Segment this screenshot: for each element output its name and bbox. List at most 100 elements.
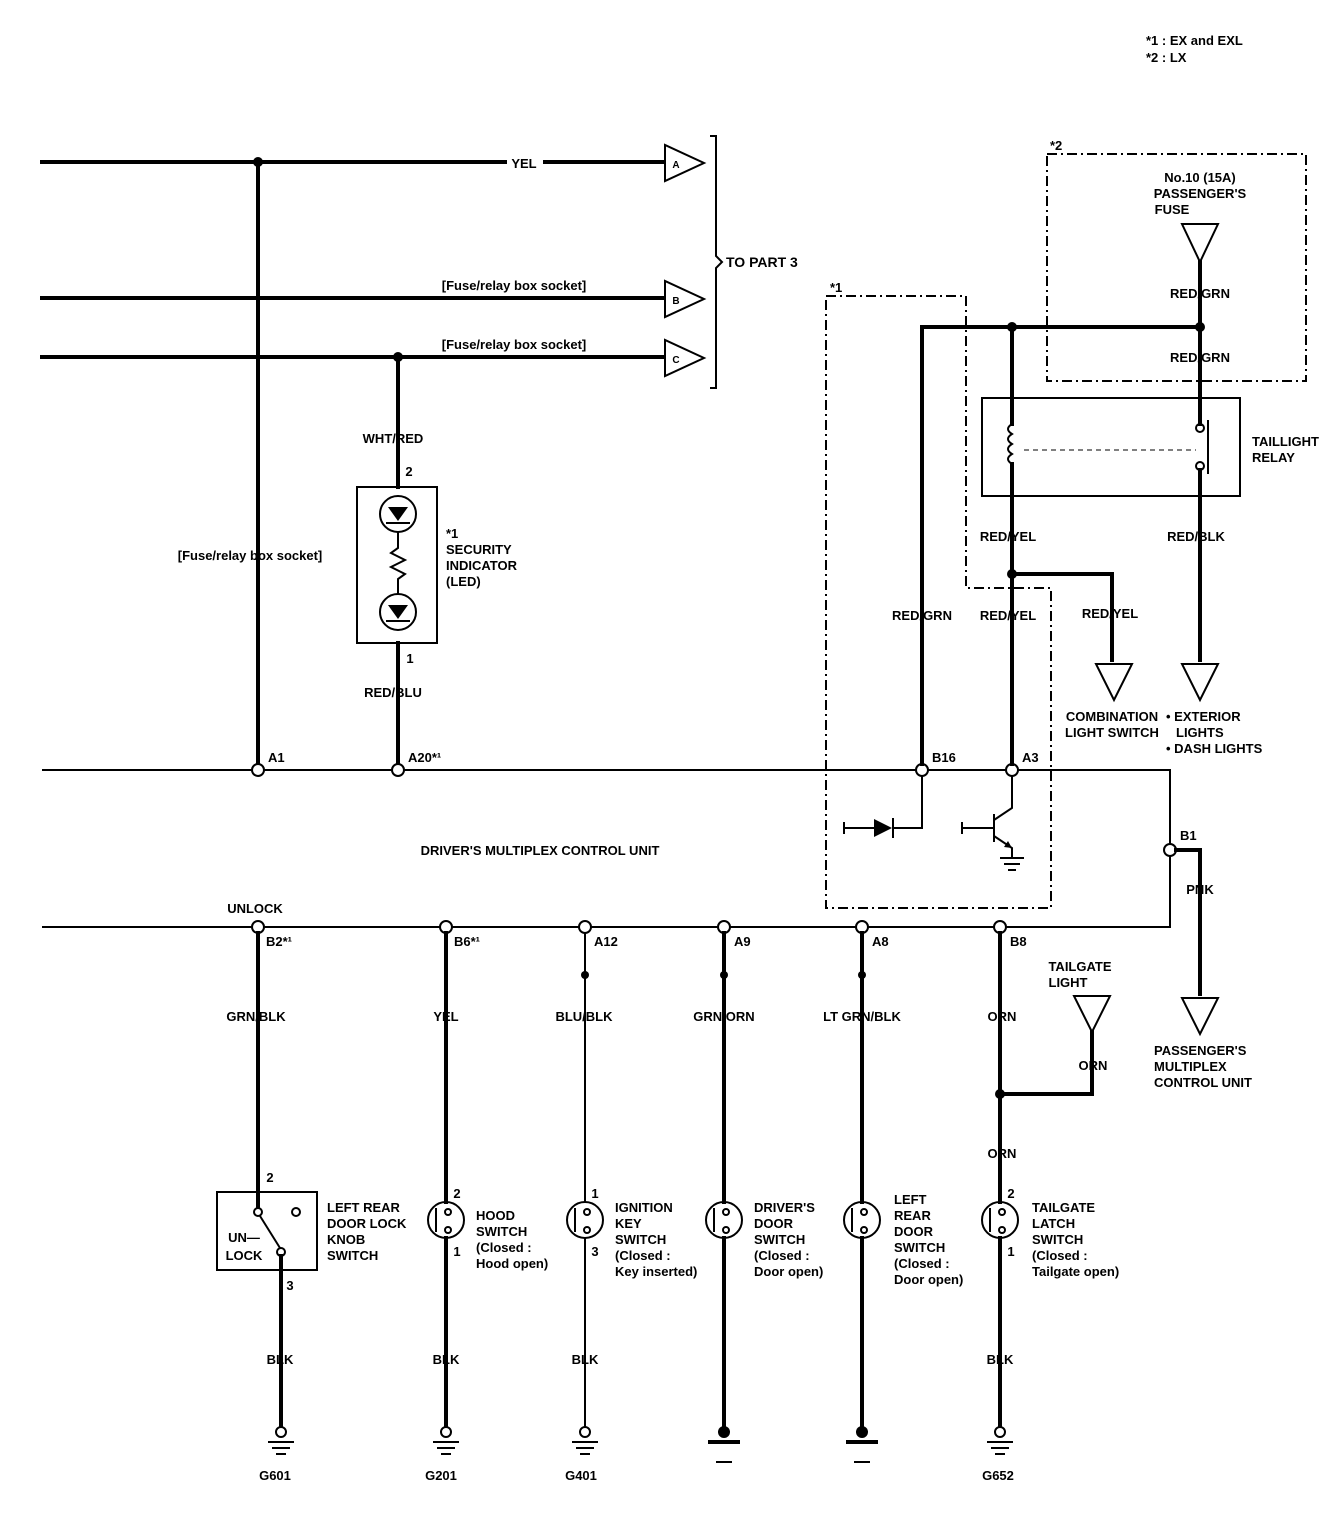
lx-boundary [1046,153,1307,382]
tailgate-light-wire: ORN [1079,1058,1108,1073]
security-wire-top: WHT/RED [363,431,424,446]
pin-b16-label: B16 [932,750,956,765]
switch-3-wire: BLU/BLK [555,1009,613,1024]
switch-6-state-2: Tailgate open) [1032,1264,1119,1279]
switch-5-name-1: LEFT [894,1192,927,1207]
switch-4-name-3: SWITCH [754,1232,805,1247]
ex-exl-boundary [825,295,1052,909]
ground-g201: G201 [425,1426,459,1483]
wire-label-socket-c: [Fuse/relay box socket] [442,337,587,352]
switch-2-ground-wire: BLK [433,1352,460,1367]
drivers-door-switch: DRIVER'S DOOR SWITCH (Closed : Door open… [705,1200,823,1430]
ignition-key-switch: 1 3 IGNITION KEY SWITCH (Closed : Key in… [566,1186,697,1428]
pin-a20-label: A20*¹ [408,750,441,765]
left-wire-label: [Fuse/relay box socket] [178,548,323,563]
exterior-3: • DASH LIGHTS [1166,741,1263,756]
fuse-wire-1: RED/GRN [1170,286,1230,301]
unit-name: DRIVER'S MULTIPLEX CONTROL UNIT [421,843,660,858]
switch-4-name-1: DRIVER'S [754,1200,815,1215]
pin-b8-label: B8 [1010,934,1027,949]
left-rear-door-switch: LEFT REAR DOOR SWITCH (Closed : Door ope… [843,1192,963,1430]
tailgate-light-terminal [1072,995,1112,1035]
pin-b1-label: B1 [1180,828,1197,843]
security-wire-bottom: RED/BLU [364,685,422,700]
switch-6-wire2: ORN [988,1146,1017,1161]
door-lock-knob-switch: 2 UN— LOCK LEFT REAR DOOR LOCK KNOB SWIT… [216,1170,407,1430]
switch-4-state-2: Door open) [754,1264,823,1279]
security-indicator: WHT/RED 2 1 RED/BLU *1 SECURITY INDICATO… [356,352,518,766]
switch-6-state-1: (Closed : [1032,1248,1088,1263]
exterior-2: LIGHTS [1176,725,1224,740]
switch-5-state-1: (Closed : [894,1256,950,1271]
relay-wire-right: RED/BLK [1167,529,1225,544]
exterior-lights-terminal [1180,663,1220,703]
unit-transistor [961,776,1024,871]
connector-b-label: B [672,296,679,307]
wire-label-socket-b: [Fuse/relay box socket] [442,278,587,293]
pnk-dest-1: PASSENGER'S [1154,1043,1247,1058]
tailgate-light-1: TAILGATE [1048,959,1111,974]
switch-2-pin-bottom: 1 [453,1244,460,1259]
relay-name-2: RELAY [1252,450,1295,465]
switch-6-pin-bottom: 1 [1007,1244,1014,1259]
connector-a: A [664,143,707,183]
top-wires: YEL [Fuse/relay box socket] [Fuse/relay … [40,156,664,359]
switch-5-name-2: REAR [894,1208,931,1223]
note-2: *2 : LX [1146,50,1187,65]
switch-6-wire: ORN [988,1009,1017,1024]
to-part-bracket: TO PART 3 [710,135,798,389]
pnk-dest-2: MULTIPLEX [1154,1059,1227,1074]
switch-5-wire: LT GRN/BLK [823,1009,901,1024]
switch-6-name-3: SWITCH [1032,1232,1083,1247]
connector-a-label: A [672,160,679,171]
relay-name-1: TAILLIGHT [1252,434,1319,449]
ground-g652: G652 [982,1426,1014,1483]
note-1: *1 : EX and EXL [1146,33,1243,48]
ground-g401-label: G401 [565,1468,597,1483]
hood-switch: 2 1 HOOD SWITCH (Closed : Hood open) [427,1186,548,1430]
switch-2-pin-top: 2 [453,1186,460,1201]
ground-g601-label: G601 [259,1468,291,1483]
switch-2-name-2: SWITCH [476,1224,527,1239]
switch-1-state-1: UN— [228,1230,260,1245]
switch-1-name-3: KNOB [327,1232,365,1247]
combination-switch-terminal [1094,663,1134,703]
connector-c-label: C [672,355,679,366]
switch-3-ground-wire: BLK [572,1352,599,1367]
switch-3-name-1: IGNITION [615,1200,673,1215]
ground-g401: G401 [565,1426,598,1483]
switch-3-state-1: (Closed : [615,1248,671,1263]
connector-b: B [664,279,707,319]
switch-1-pin-top: 2 [266,1170,273,1185]
unlock-label: UNLOCK [227,901,283,916]
pin-a9-label: A9 [734,934,751,949]
pin-a1 [251,763,265,777]
pin-a1-label: A1 [268,750,285,765]
ground-g652-label: G652 [982,1468,1014,1483]
switch-3-name-3: SWITCH [615,1232,666,1247]
switch-4-state-1: (Closed : [754,1248,810,1263]
switch-3-name-2: KEY [615,1216,642,1231]
security-name-1: SECURITY [446,542,512,557]
pin-a8-label: A8 [872,934,889,949]
fuse-name-1: No.10 (15A) [1164,170,1236,185]
exterior-1: • EXTERIOR [1166,709,1241,724]
pin-a12-label: A12 [594,934,618,949]
switch-1-pin-bottom: 3 [286,1278,293,1293]
pin-b2-label: B2*¹ [266,934,292,949]
security-note: *1 [446,526,458,541]
fuse-wire-2: RED/GRN [1170,350,1230,365]
switch-6-pin-top: 2 [1007,1186,1014,1201]
switch-5-name-4: SWITCH [894,1240,945,1255]
switch-1-ground-wire: BLK [267,1352,294,1367]
switch-1-name-2: DOOR LOCK [327,1216,407,1231]
security-name-3: (LED) [446,574,481,589]
taillight-relay: TAILLIGHT RELAY [981,396,1319,498]
switch-6-name-1: TAILGATE [1032,1200,1095,1215]
switch-1-name-1: LEFT REAR [327,1200,401,1215]
switch-5-state-2: Door open) [894,1272,963,1287]
switch-3-pin-top: 1 [591,1186,598,1201]
switch-4-name-2: DOOR [754,1216,794,1231]
pin-b6-label: B6*¹ [454,934,480,949]
